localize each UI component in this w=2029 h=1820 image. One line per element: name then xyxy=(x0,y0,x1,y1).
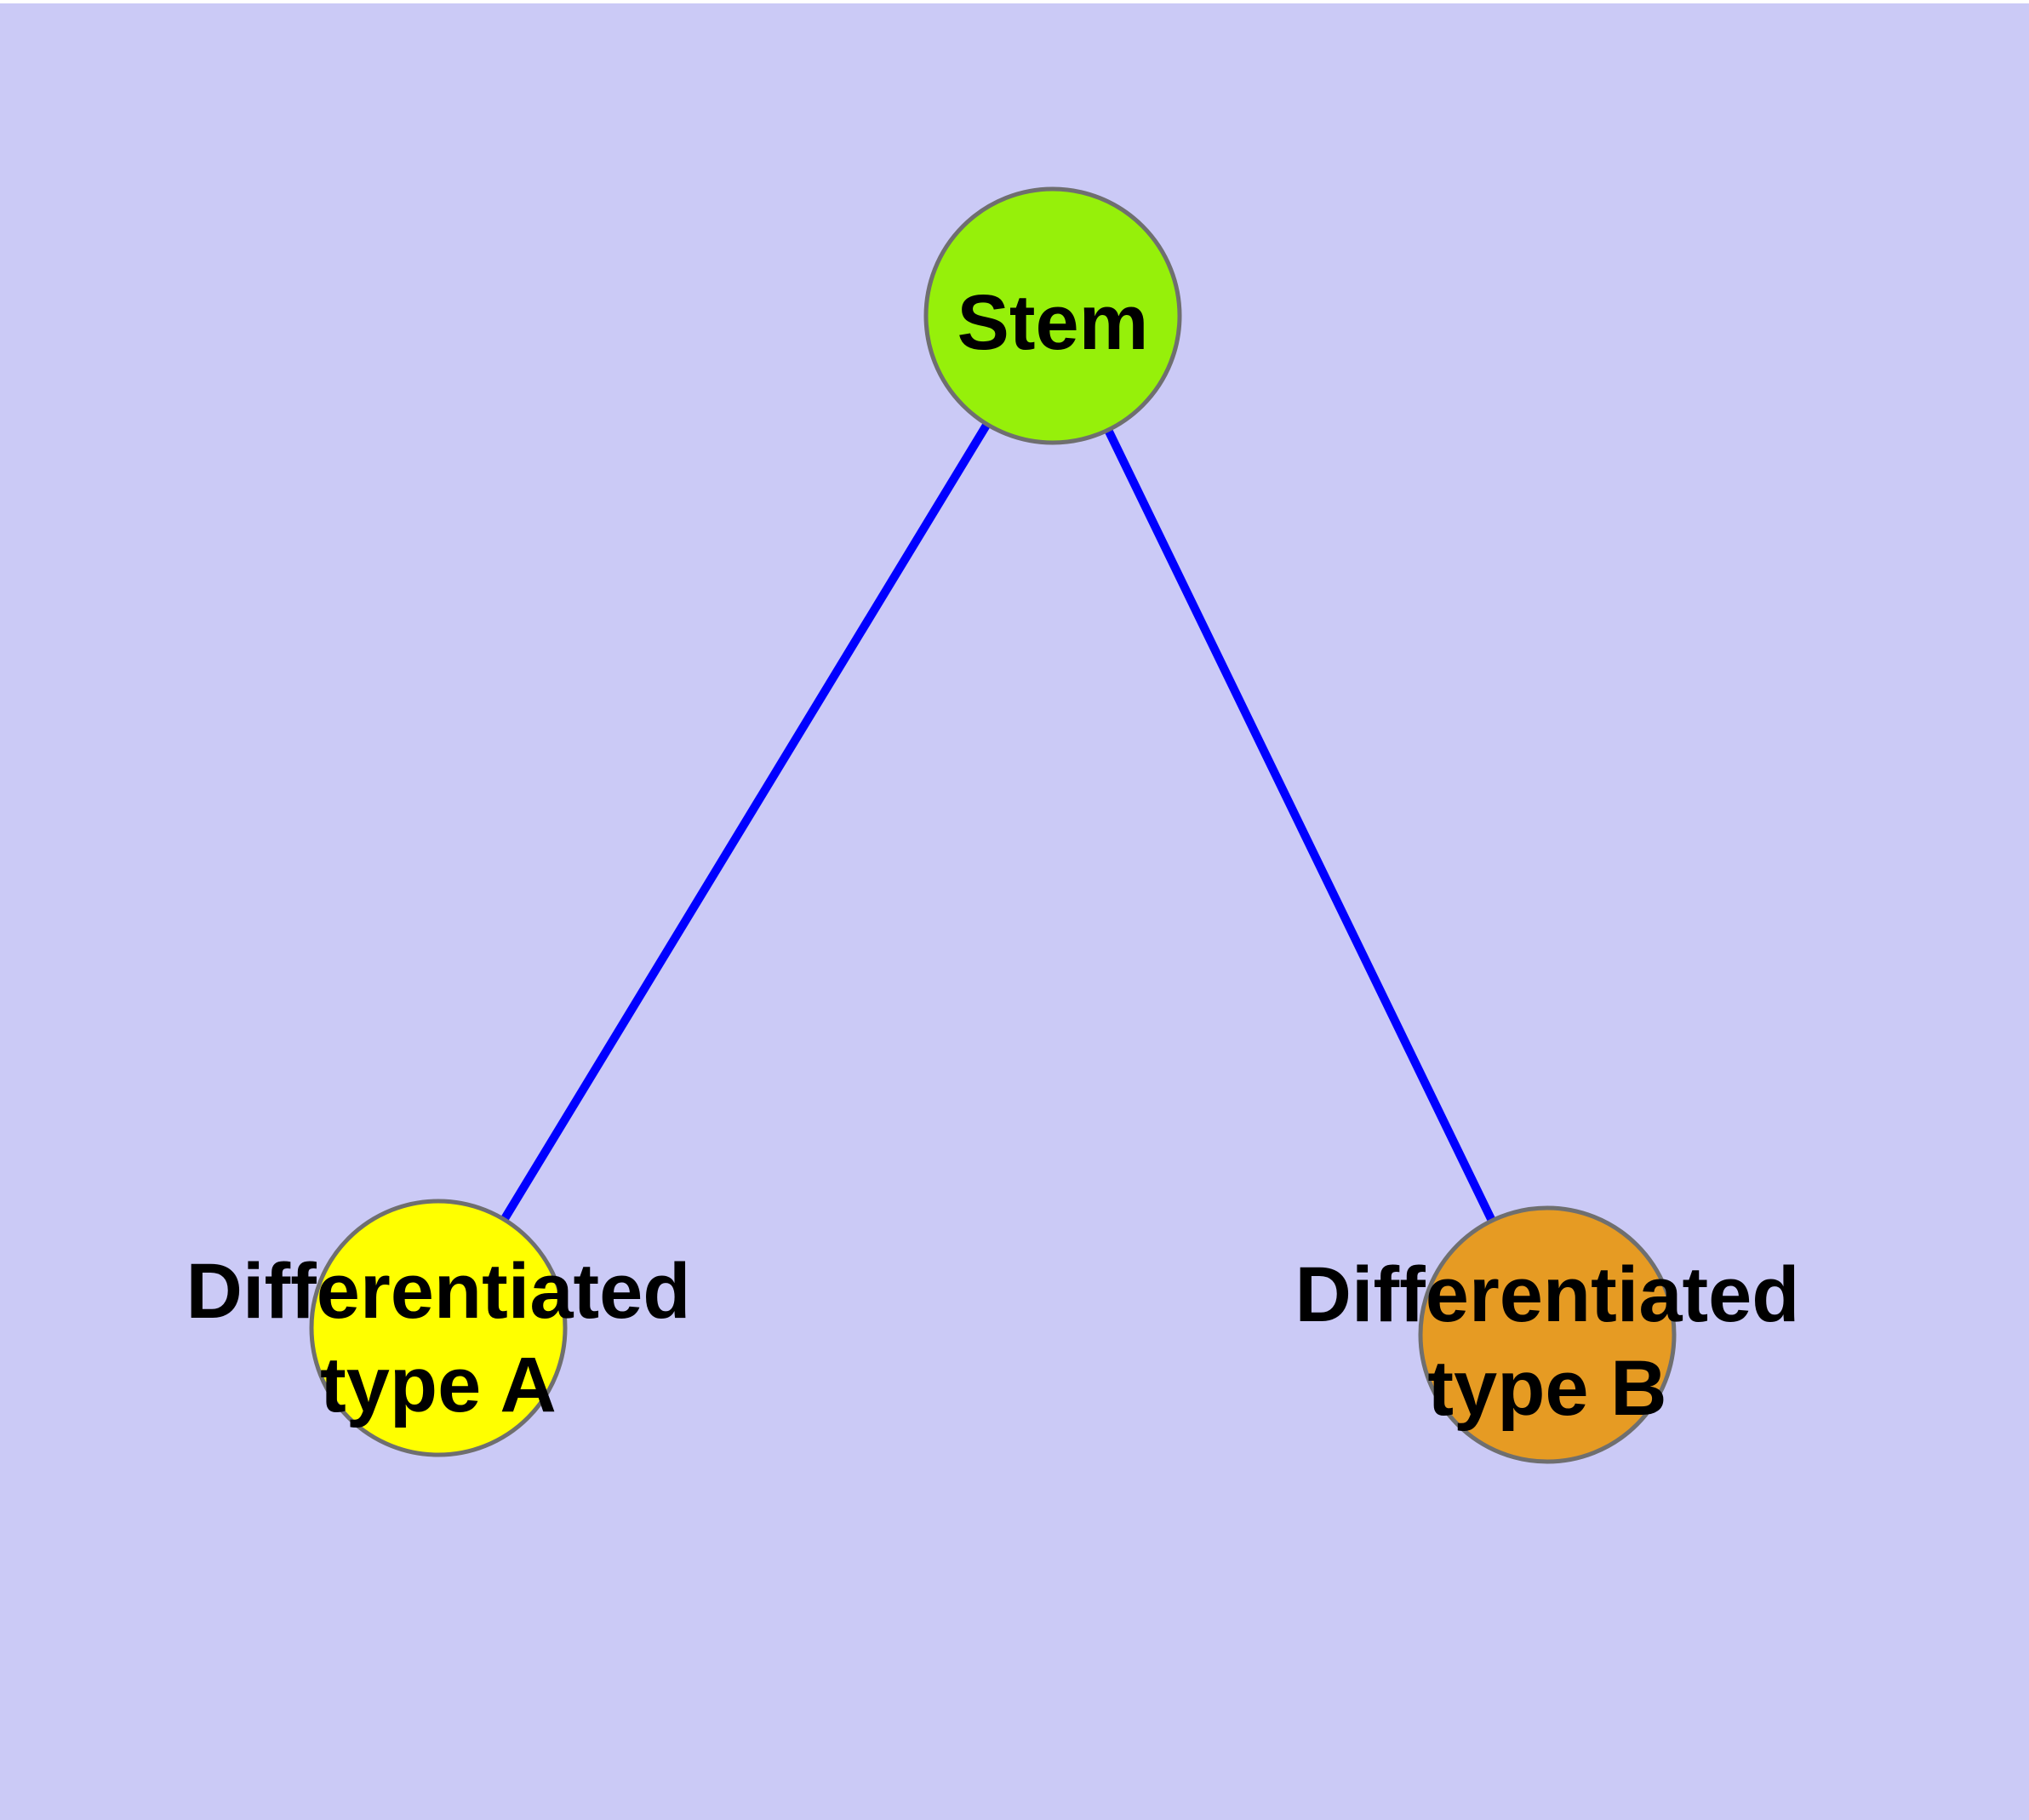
edge-stem-to-type-a xyxy=(434,313,1057,1331)
node-type-b-label-line1: Differentiated xyxy=(1295,1251,1800,1338)
edge-stem-to-type-b xyxy=(1049,313,1552,1337)
node-type-a-circle xyxy=(309,1199,568,1457)
node-type-b-circle xyxy=(1418,1205,1677,1464)
node-type-a-label-line1: Differentiated xyxy=(186,1248,691,1335)
node-stem-circle xyxy=(923,186,1182,445)
node-type-b-label-line2: type B xyxy=(1427,1345,1666,1432)
node-type-a-label-line2: type A xyxy=(320,1342,557,1428)
node-stem-label: Stem xyxy=(957,279,1149,366)
top-border-strip xyxy=(0,0,2029,3)
